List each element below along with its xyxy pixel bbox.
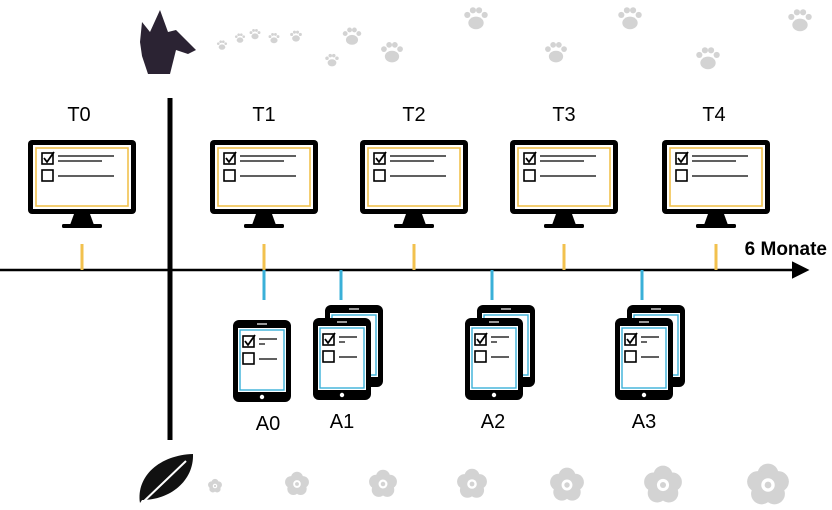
- app-label: A0: [256, 413, 280, 435]
- app-point-a1: A1: [313, 270, 383, 433]
- tablet-stack: [313, 305, 383, 400]
- dog-head-icon: [140, 10, 196, 74]
- paw-print-icon: [381, 41, 403, 63]
- survey-point-t0: T0: [28, 104, 136, 270]
- flower-icon: [369, 469, 397, 497]
- tablet-stack: [615, 305, 685, 400]
- flower-icon: [550, 467, 584, 501]
- leaf-icon: [139, 454, 194, 506]
- app-point-a3: A3: [615, 270, 685, 433]
- survey-label: T3: [552, 104, 575, 126]
- survey-point-t2: T2: [360, 104, 468, 270]
- paw-print-trail: [216, 7, 812, 70]
- app-label: A1: [330, 411, 354, 433]
- app-point-a0: A0: [233, 270, 291, 435]
- paw-print-icon: [696, 47, 720, 70]
- flower-icon: [457, 468, 487, 498]
- flower-icon: [208, 478, 222, 493]
- app-label: A2: [481, 411, 505, 433]
- paw-print-icon: [325, 53, 339, 67]
- paw-print-icon: [234, 33, 246, 43]
- paw-print-icon: [788, 9, 812, 32]
- paw-print-icon: [545, 41, 567, 63]
- paw-print-icon: [618, 7, 642, 30]
- monitor-icon: [510, 140, 618, 228]
- duration-label: 6 Monate: [745, 239, 827, 260]
- flower-icon: [747, 463, 789, 505]
- tablet-stack: [233, 320, 291, 402]
- tablet-stack: [465, 305, 535, 400]
- survey-point-t4: T4: [662, 104, 770, 270]
- survey-label: T0: [67, 104, 90, 126]
- survey-label: T4: [702, 104, 725, 126]
- flower-icon: [285, 471, 309, 496]
- paw-print-icon: [290, 30, 302, 42]
- paw-print-icon: [268, 32, 280, 44]
- monitor-icon: [360, 140, 468, 228]
- paw-print-icon: [249, 28, 261, 40]
- paw-print-icon: [216, 40, 228, 50]
- app-label: A3: [632, 411, 656, 433]
- paw-print-icon: [342, 27, 362, 45]
- survey-label: T1: [252, 104, 275, 126]
- app-point-a2: A2: [465, 270, 535, 433]
- monitor-icon: [662, 140, 770, 228]
- paw-print-icon: [464, 7, 488, 30]
- survey-point-t3: T3: [510, 104, 618, 270]
- flower-trail: [208, 463, 789, 505]
- flower-icon: [644, 465, 682, 503]
- survey-label: T2: [402, 104, 425, 126]
- monitor-icon: [210, 140, 318, 228]
- survey-point-t1: T1: [210, 104, 318, 270]
- monitor-icon: [28, 140, 136, 228]
